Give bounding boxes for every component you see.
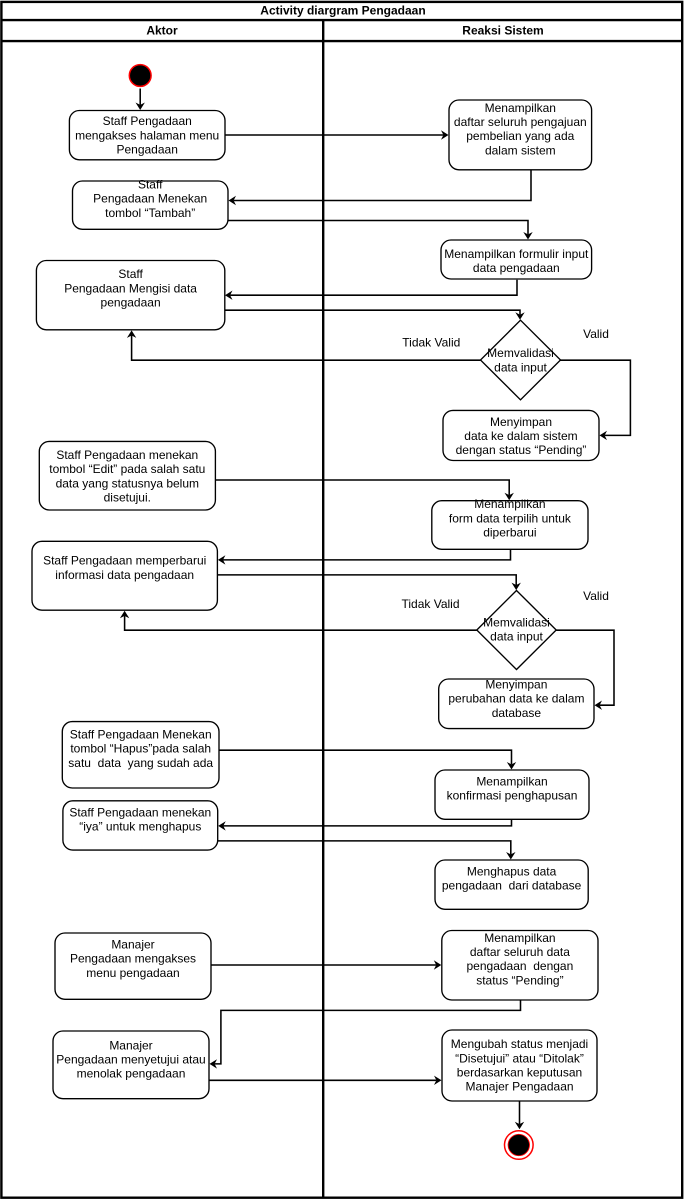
- svg-text:“Disetujui” atau “Ditolak”: “Disetujui” atau “Ditolak”: [455, 1051, 584, 1065]
- svg-text:data input: data input: [494, 360, 547, 374]
- svg-text:data ke dalam sistem: data ke dalam sistem: [464, 429, 577, 443]
- svg-text:Menampilkan: Menampilkan: [484, 931, 555, 945]
- svg-text:database: database: [492, 706, 542, 720]
- svg-text:Manajer Pengadaan: Manajer Pengadaan: [465, 1080, 573, 1094]
- svg-text:Tidak Valid: Tidak Valid: [401, 597, 459, 611]
- svg-text:Activity diargram Pengadaan: Activity diargram Pengadaan: [260, 4, 425, 18]
- svg-text:Valid: Valid: [583, 327, 609, 341]
- svg-text:Memvalidasi: Memvalidasi: [487, 346, 554, 360]
- svg-text:Staff Pengadaan menekan: Staff Pengadaan menekan: [69, 805, 211, 819]
- svg-text:Pengadaan mengakses: Pengadaan mengakses: [70, 952, 196, 966]
- svg-text:Staff: Staff: [118, 267, 143, 281]
- svg-text:daftar seluruh data: daftar seluruh data: [470, 945, 570, 959]
- svg-text:“iya” untuk menghapus: “iya” untuk menghapus: [79, 820, 201, 834]
- svg-text:Menyimpan: Menyimpan: [490, 415, 552, 429]
- svg-text:daftar seluruh pengajuan: daftar seluruh pengajuan: [454, 115, 587, 129]
- svg-text:tombol “Edit” pada salah satu: tombol “Edit” pada salah satu: [49, 462, 205, 476]
- svg-text:Staff Pengadaan: Staff Pengadaan: [103, 114, 192, 128]
- svg-text:tombol “Tambah”: tombol “Tambah”: [105, 206, 195, 220]
- svg-text:Staff: Staff: [138, 177, 163, 191]
- svg-text:data yang statusnya belum: data yang statusnya belum: [56, 476, 199, 490]
- svg-text:pengadaan dari database: pengadaan dari database: [442, 879, 582, 893]
- svg-text:Staff Pengadaan memperbarui: Staff Pengadaan memperbarui: [43, 554, 206, 568]
- svg-text:berdasarkan keputusan: berdasarkan keputusan: [457, 1066, 582, 1080]
- svg-text:tombol “Hapus”pada salah: tombol “Hapus”pada salah: [70, 742, 211, 756]
- svg-text:informasi data pengadaan: informasi data pengadaan: [55, 568, 194, 582]
- svg-text:Staff Pengadaan menekan: Staff Pengadaan menekan: [56, 448, 198, 462]
- svg-text:Pengadaan menyetujui atau: Pengadaan menyetujui atau: [56, 1053, 205, 1067]
- svg-text:Menampilkan: Menampilkan: [476, 774, 547, 788]
- svg-text:Staff Pengadaan Menekan: Staff Pengadaan Menekan: [70, 727, 212, 741]
- svg-text:Menampilkan: Menampilkan: [474, 497, 545, 511]
- svg-text:dalam sistem: dalam sistem: [485, 143, 556, 157]
- svg-text:Manajer: Manajer: [109, 1038, 152, 1052]
- svg-text:Valid: Valid: [583, 589, 609, 603]
- svg-text:menolak pengadaan: menolak pengadaan: [77, 1067, 186, 1081]
- svg-text:Menampilkan formulir input: Menampilkan formulir input: [444, 247, 589, 261]
- svg-text:Pengadaan: Pengadaan: [116, 143, 177, 157]
- svg-text:Menampilkan: Menampilkan: [485, 101, 556, 115]
- svg-text:menu pengadaan: menu pengadaan: [86, 966, 179, 980]
- svg-text:Pengadaan Menekan: Pengadaan Menekan: [93, 192, 207, 206]
- svg-text:Manajer: Manajer: [111, 938, 154, 952]
- svg-text:Mengubah status menjadi: Mengubah status menjadi: [451, 1037, 588, 1051]
- svg-text:mengakses halaman menu: mengakses halaman menu: [75, 128, 219, 142]
- svg-text:Menghapus data: Menghapus data: [467, 864, 557, 878]
- svg-text:Aktor: Aktor: [146, 24, 178, 38]
- svg-text:dengan status “Pending”: dengan status “Pending”: [456, 443, 587, 457]
- svg-text:pengadaan: pengadaan: [101, 296, 161, 310]
- svg-text:satu data yang sudah ada: satu data yang sudah ada: [68, 756, 213, 770]
- svg-text:perubahan data ke dalam: perubahan data ke dalam: [448, 692, 584, 706]
- svg-text:pengadaan dengan: pengadaan dengan: [467, 959, 574, 973]
- svg-text:Memvalidasi: Memvalidasi: [483, 615, 550, 629]
- svg-text:form data terpilih untuk: form data terpilih untuk: [449, 511, 572, 525]
- svg-text:data input: data input: [490, 630, 543, 644]
- svg-text:konfirmasi penghapusan: konfirmasi penghapusan: [447, 789, 578, 803]
- svg-text:Menyimpan: Menyimpan: [485, 677, 547, 691]
- svg-text:diperbarui: diperbarui: [483, 526, 536, 540]
- svg-text:data pengadaan: data pengadaan: [473, 261, 560, 275]
- svg-text:Reaksi Sistem: Reaksi Sistem: [462, 24, 543, 38]
- svg-text:Tidak Valid: Tidak Valid: [402, 336, 460, 350]
- svg-text:Pengadaan Mengisi data: Pengadaan Mengisi data: [64, 281, 197, 295]
- svg-text:status “Pending”: status “Pending”: [476, 973, 563, 987]
- svg-text:pembelian yang ada: pembelian yang ada: [466, 129, 574, 143]
- svg-text:disetujui.: disetujui.: [104, 491, 151, 505]
